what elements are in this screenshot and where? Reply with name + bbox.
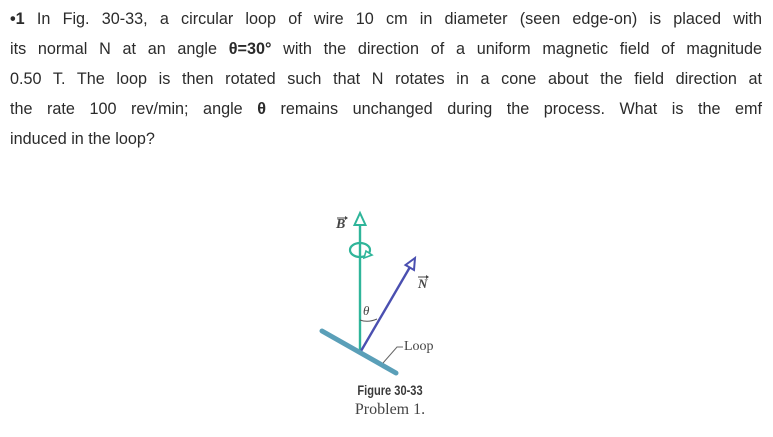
field-arrowhead-icon [352, 210, 368, 226]
rotation-arrow-icon [362, 249, 374, 260]
angle-value: θ=30° [228, 40, 272, 58]
problem-statement: •1 In Fig. 30-33, a circular loop of wir… [10, 0, 770, 154]
figure-caption-title: Figure 30-33 [357, 383, 423, 398]
theta-label: θ [363, 303, 370, 318]
angle-arc [359, 318, 378, 322]
n-vector-label: N [418, 276, 428, 291]
angle-symbol: θ [257, 100, 266, 118]
problem-line-5: induced in the loop? [10, 130, 155, 148]
b-vector-arrow-icon [345, 216, 348, 220]
rotation-icon [348, 241, 372, 259]
b-vector-label: B [336, 217, 346, 232]
loop-field-diagram [319, 210, 429, 376]
loop-edge [319, 328, 399, 376]
figure-caption-subtitle: Problem 1. [354, 401, 426, 418]
figure-30-33: B N θ Loop Figure 30-33 Problem 1. [300, 205, 480, 437]
n-vector-arrow-icon [426, 275, 429, 279]
problem-number: •1 [10, 10, 25, 28]
loop-label: Loop [404, 339, 434, 354]
loop-leader-line [382, 346, 403, 364]
problem-line-1: •1 In Fig. 30-33, a circular loop of wir… [10, 10, 762, 28]
normal-arrowhead-icon [403, 255, 417, 272]
problem-line-3: 0.50 T. The loop is then rotated such th… [10, 70, 762, 88]
problem-line-4: the rate 100 rev/min; angle θ remains un… [10, 100, 762, 118]
normal-vector-line [359, 266, 412, 352]
problem-line-2: its normal N at an angle θ=30° with the … [10, 40, 762, 58]
